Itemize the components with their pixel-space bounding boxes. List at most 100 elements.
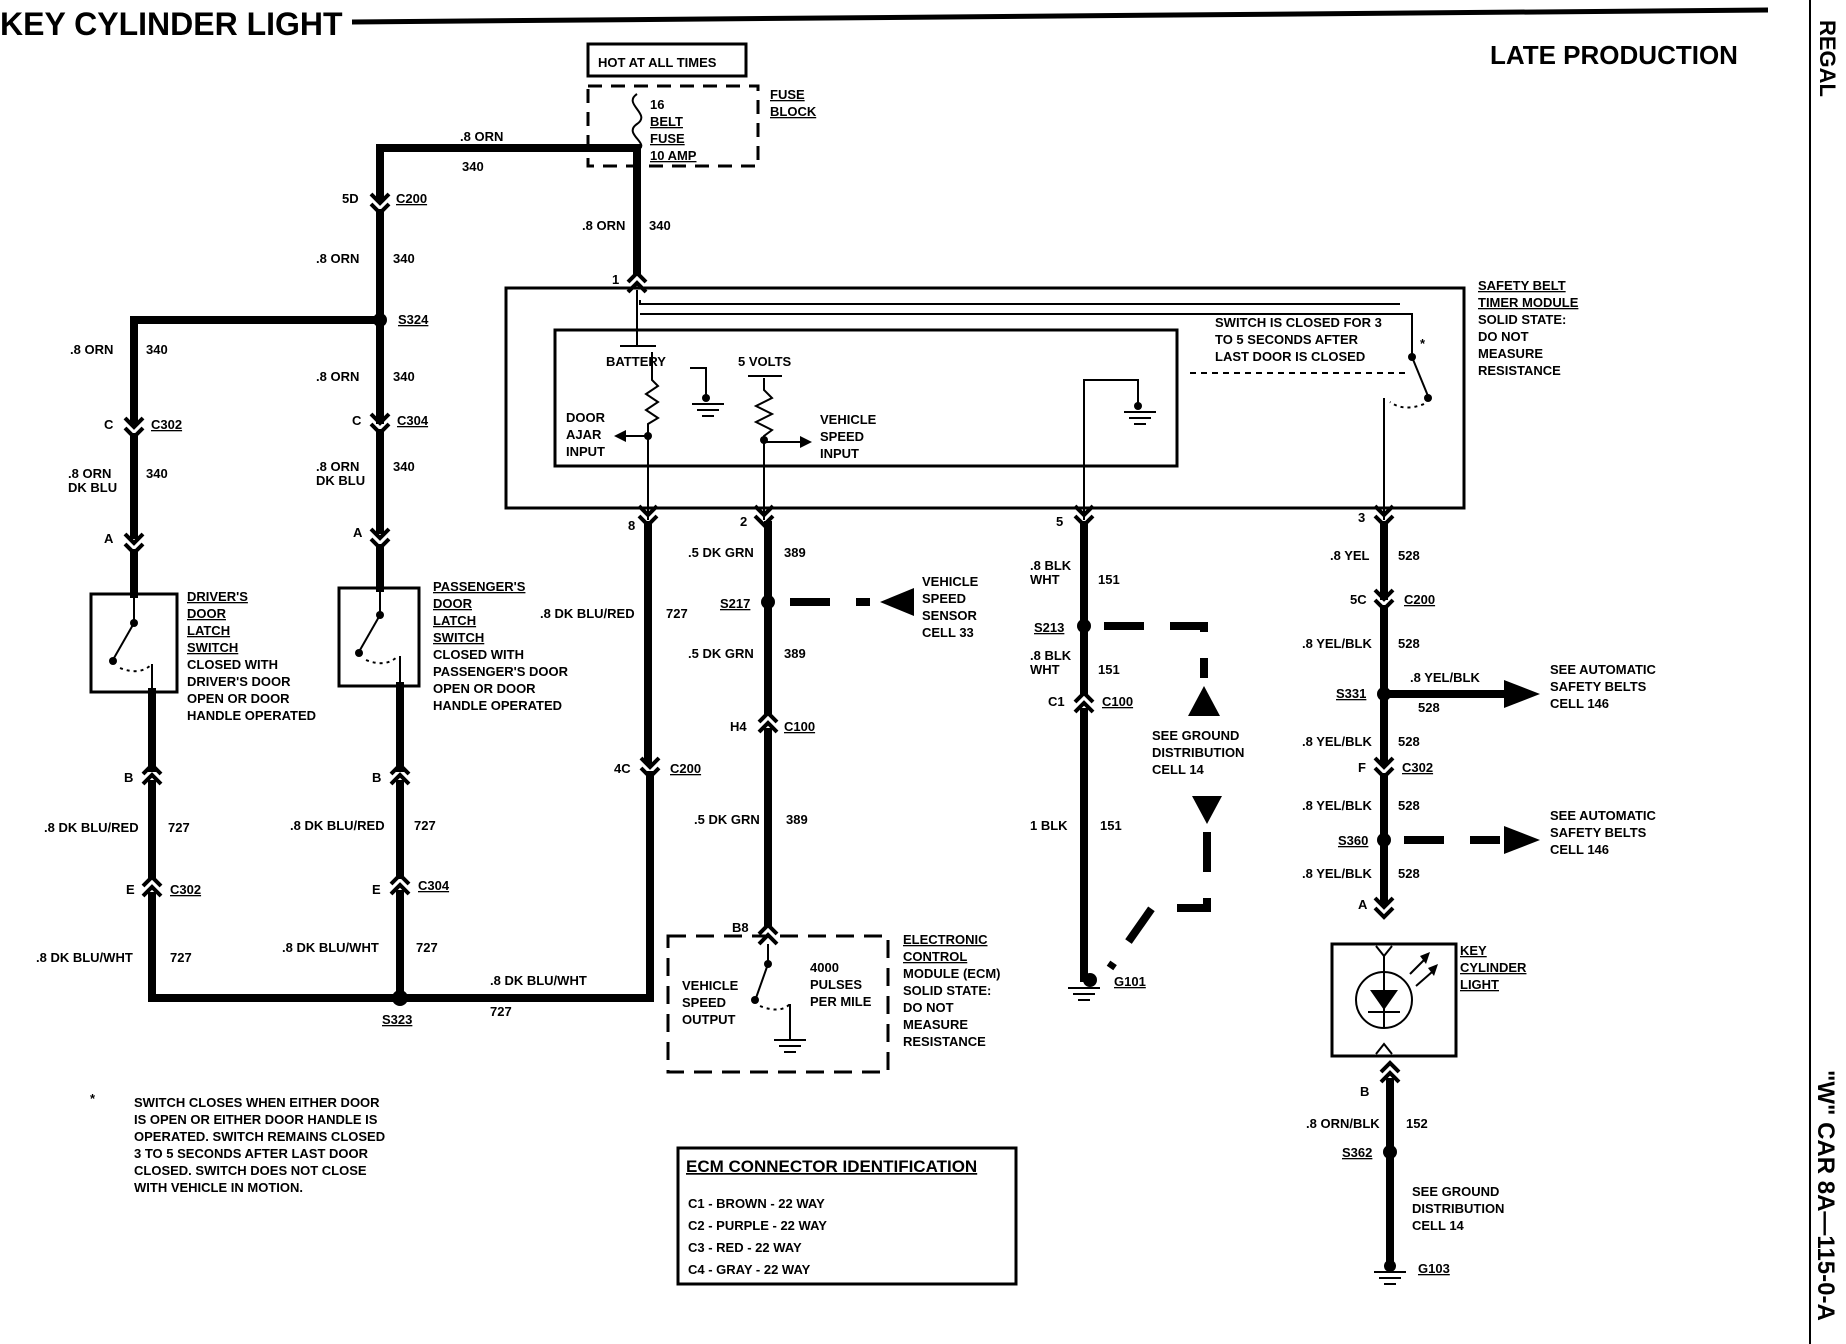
wire-number: 151 bbox=[1098, 662, 1120, 677]
ecm-switch-contact bbox=[751, 996, 759, 1004]
driver-switch-name: SWITCH bbox=[187, 640, 238, 655]
wire-label: .5 DK GRN bbox=[688, 545, 754, 560]
switch-blade bbox=[359, 614, 381, 651]
driver-switch-name: LATCH bbox=[187, 623, 230, 638]
pin-label: 5D bbox=[342, 191, 359, 206]
pin-label: 2 bbox=[740, 514, 747, 529]
connector-label: C200 bbox=[670, 761, 701, 776]
pin-label: A bbox=[353, 525, 363, 540]
pin-label: E bbox=[372, 882, 381, 897]
connector-label: C302 bbox=[170, 882, 201, 897]
pass-switch-desc: OPEN OR DOOR bbox=[433, 681, 536, 696]
auto-belts-label: CELL 146 bbox=[1550, 696, 1609, 711]
wire-orn-340-c200 bbox=[376, 144, 641, 200]
light-ray bbox=[1415, 971, 1433, 987]
vss-input-label: INPUT bbox=[820, 446, 859, 461]
ground-dist-label: SEE GROUND bbox=[1412, 1184, 1499, 1199]
wire-number: 528 bbox=[1398, 866, 1420, 881]
key-cylinder-light bbox=[1330, 942, 1458, 1058]
wire-number: 528 bbox=[1398, 548, 1420, 563]
pin-label: 1 bbox=[612, 272, 619, 287]
footnote-line: SWITCH CLOSES WHEN EITHER DOOR bbox=[134, 1095, 380, 1110]
wire-orn-340-driver bbox=[130, 316, 384, 424]
wire-label: WHT bbox=[1030, 572, 1060, 587]
wire-label: .8 YEL/BLK bbox=[1410, 670, 1480, 685]
connector-label: C200 bbox=[396, 191, 427, 206]
wire-label: .8 ORN bbox=[316, 369, 359, 384]
wire-number: 389 bbox=[784, 646, 806, 661]
wire-number: 151 bbox=[1100, 818, 1122, 833]
wire-label: .8 DK BLU/WHT bbox=[490, 973, 587, 988]
wire-number: 340 bbox=[462, 159, 484, 174]
wire-number: 727 bbox=[414, 818, 436, 833]
driver-switch-desc: HANDLE OPERATED bbox=[187, 708, 316, 723]
wire-label: .8 DK BLU/RED bbox=[540, 606, 635, 621]
ecm-note: DO NOT bbox=[903, 1000, 954, 1015]
auto-belts-label: SAFETY BELTS bbox=[1550, 825, 1647, 840]
switch-travel bbox=[119, 663, 153, 673]
footnote-line: 3 TO 5 SECONDS AFTER LAST DOOR bbox=[134, 1146, 369, 1161]
splice-s323 bbox=[392, 990, 408, 1006]
module-note: RESISTANCE bbox=[1478, 363, 1561, 378]
door-ajar-label: DOOR bbox=[566, 410, 606, 425]
auto-belts-label: SEE AUTOMATIC bbox=[1550, 662, 1657, 677]
pin-label: H4 bbox=[730, 719, 747, 734]
wire-number: 528 bbox=[1398, 636, 1420, 651]
door-ajar-label: INPUT bbox=[566, 444, 605, 459]
driver-switch-desc: CLOSED WITH bbox=[187, 657, 278, 672]
ecm-pulses: PER MILE bbox=[810, 994, 872, 1009]
pin-label: C bbox=[352, 413, 362, 428]
battery-resistor bbox=[644, 352, 660, 520]
auto-belts-label: SAFETY BELTS bbox=[1550, 679, 1647, 694]
switch-travel bbox=[759, 1003, 791, 1011]
vss-label: SENSOR bbox=[922, 608, 978, 623]
fuse-block bbox=[586, 84, 760, 168]
ground-label: G103 bbox=[1418, 1261, 1450, 1276]
hot-label: HOT AT ALL TIMES bbox=[598, 55, 717, 70]
wire-number: 340 bbox=[393, 251, 415, 266]
module-switch-contact bbox=[1424, 394, 1432, 402]
ecm-table-title: ECM CONNECTOR IDENTIFICATION bbox=[686, 1157, 977, 1176]
connector-label: C100 bbox=[784, 719, 815, 734]
splice-label: S331 bbox=[1336, 686, 1366, 701]
splice-s362 bbox=[1383, 1145, 1397, 1159]
ground-icon bbox=[691, 403, 725, 417]
wire-label: .8 ORN bbox=[68, 466, 111, 481]
wire-label: .8 ORN bbox=[70, 342, 113, 357]
switch-blade bbox=[113, 622, 135, 659]
ecm-table-row: C2 - PURPLE - 22 WAY bbox=[688, 1218, 827, 1233]
module-internal-circuit bbox=[553, 328, 1179, 468]
pin-label: 4C bbox=[614, 761, 631, 776]
wire-label: .8 DK BLU/WHT bbox=[282, 940, 379, 955]
ecm-name: CONTROL bbox=[903, 949, 967, 964]
ecm-pulses: 4000 bbox=[810, 960, 839, 975]
pass-switch-desc: PASSENGER'S DOOR bbox=[433, 664, 569, 679]
wire-label: DK BLU bbox=[316, 473, 365, 488]
connector-label: C302 bbox=[1402, 760, 1433, 775]
ecm-module bbox=[666, 934, 890, 1074]
ground-dot bbox=[1134, 402, 1142, 410]
pin-label: 5 bbox=[1056, 514, 1063, 529]
footnote-line: WITH VEHICLE IN MOTION. bbox=[134, 1180, 303, 1195]
wire-number: 340 bbox=[146, 342, 168, 357]
pin-label: B bbox=[124, 770, 133, 785]
fuse-block-label-2: BLOCK bbox=[770, 104, 817, 119]
connector-label: C200 bbox=[1404, 592, 1435, 607]
wire-label: .8 ORN/BLK bbox=[1306, 1116, 1380, 1131]
fuse-name-1: BELT bbox=[650, 114, 683, 129]
pin-label: B8 bbox=[732, 920, 749, 935]
door-ajar-arrowhead bbox=[614, 430, 626, 442]
wire-label: .8 DK BLU/RED bbox=[290, 818, 385, 833]
switch-note: SWITCH IS CLOSED FOR 3 bbox=[1215, 315, 1382, 330]
pin-label: B bbox=[372, 770, 381, 785]
connector-label: C304 bbox=[397, 413, 429, 428]
ecm-pulses: PULSES bbox=[810, 977, 862, 992]
splice-s360 bbox=[1377, 833, 1391, 847]
hot-at-all-times-box bbox=[586, 42, 748, 78]
ground-icon bbox=[1067, 987, 1101, 1001]
production-label: LATE PRODUCTION bbox=[1490, 40, 1738, 70]
driver-switch-name: DRIVER'S bbox=[187, 589, 248, 604]
fuse-block-label-1: FUSE bbox=[770, 87, 805, 102]
key-light-label: CYLINDER bbox=[1460, 960, 1527, 975]
